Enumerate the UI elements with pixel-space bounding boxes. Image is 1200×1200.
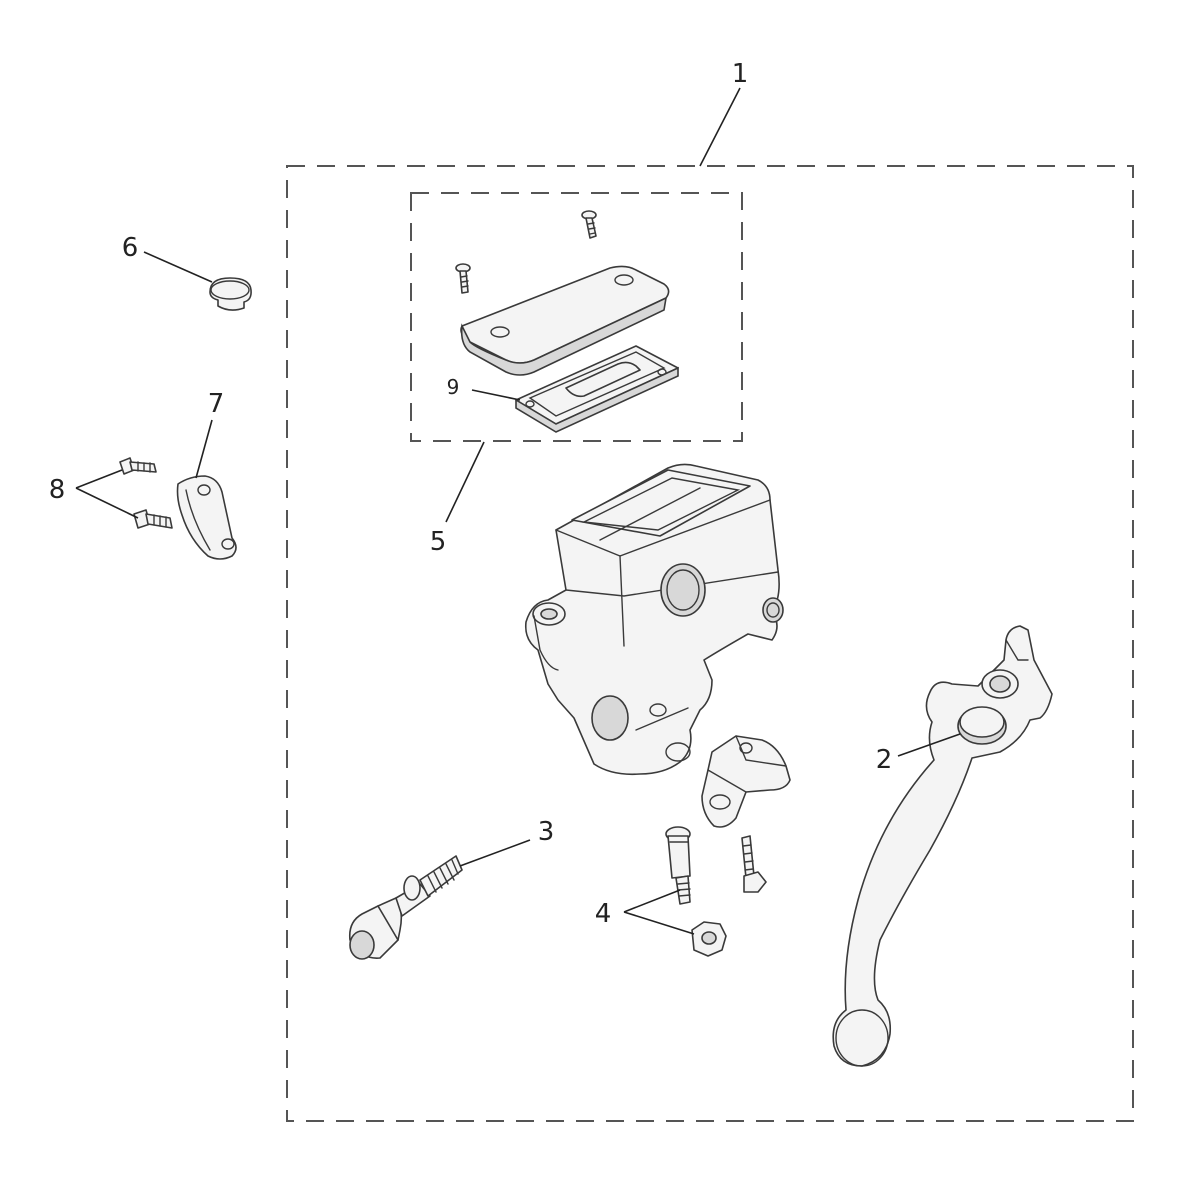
master-cylinder-body <box>524 463 784 776</box>
callout-4: 4 <box>595 899 612 929</box>
part-9-diaphragm <box>515 345 679 433</box>
leader-7 <box>195 419 213 479</box>
leader-4b <box>623 911 695 935</box>
part-6-plug <box>209 277 252 311</box>
leader-5 <box>445 441 485 523</box>
callout-6: 6 <box>122 233 139 263</box>
leader-8a <box>75 469 123 489</box>
callout-1: 1 <box>732 59 749 89</box>
part-3-push-rod <box>348 855 463 960</box>
part-8-bolt-upper <box>119 457 157 475</box>
part-5-reservoir-cover <box>460 265 670 376</box>
part-8-bolt-lower <box>133 509 173 529</box>
part-5-screw-right <box>581 210 597 239</box>
assembly-1-boundary <box>286 165 1134 1122</box>
part-4-pivot-bolt <box>665 826 691 905</box>
part-2-bush <box>957 706 1007 745</box>
callout-8: 8 <box>49 475 66 505</box>
callout-3: 3 <box>538 817 555 847</box>
switch-bracket <box>701 735 791 828</box>
callout-2: 2 <box>876 745 893 775</box>
leader-1 <box>699 87 741 167</box>
callout-7: 7 <box>208 389 225 419</box>
part-5-screw-left <box>455 263 471 294</box>
leader-8b <box>75 487 139 519</box>
switch-screw <box>741 835 767 893</box>
leader-2 <box>897 733 961 757</box>
leader-6 <box>143 251 213 283</box>
callout-9: 9 <box>447 375 460 399</box>
leader-3 <box>459 839 531 867</box>
brake-lever <box>832 625 1053 1067</box>
part-4-nut <box>691 921 727 957</box>
leader-9 <box>471 389 521 401</box>
leader-4a <box>623 889 681 913</box>
callout-5: 5 <box>430 527 447 557</box>
kit-5-boundary <box>410 192 743 442</box>
part-7-clamp <box>176 475 237 560</box>
